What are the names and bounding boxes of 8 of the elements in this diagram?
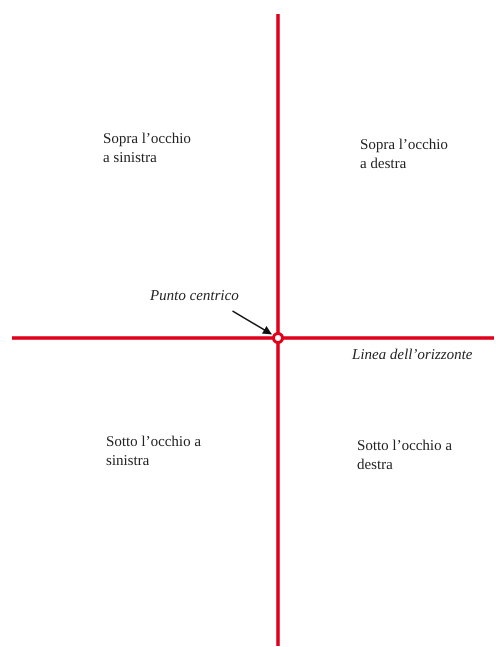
arrow (232, 310, 272, 335)
quadrant-label: Sotto l’occhio a destra (357, 437, 453, 475)
callout-label: Punto centrico (150, 287, 260, 307)
center-point-marker (272, 332, 284, 344)
horizon-label: Linea dell’orizzonte (352, 346, 474, 365)
quadrant-label: Sopra l’occhio a sinistra (103, 130, 192, 168)
quadrant-label: Sotto l’occhio a sinistra (106, 433, 202, 471)
quadrant-label: Sopra l’occhio a destra (360, 136, 449, 174)
